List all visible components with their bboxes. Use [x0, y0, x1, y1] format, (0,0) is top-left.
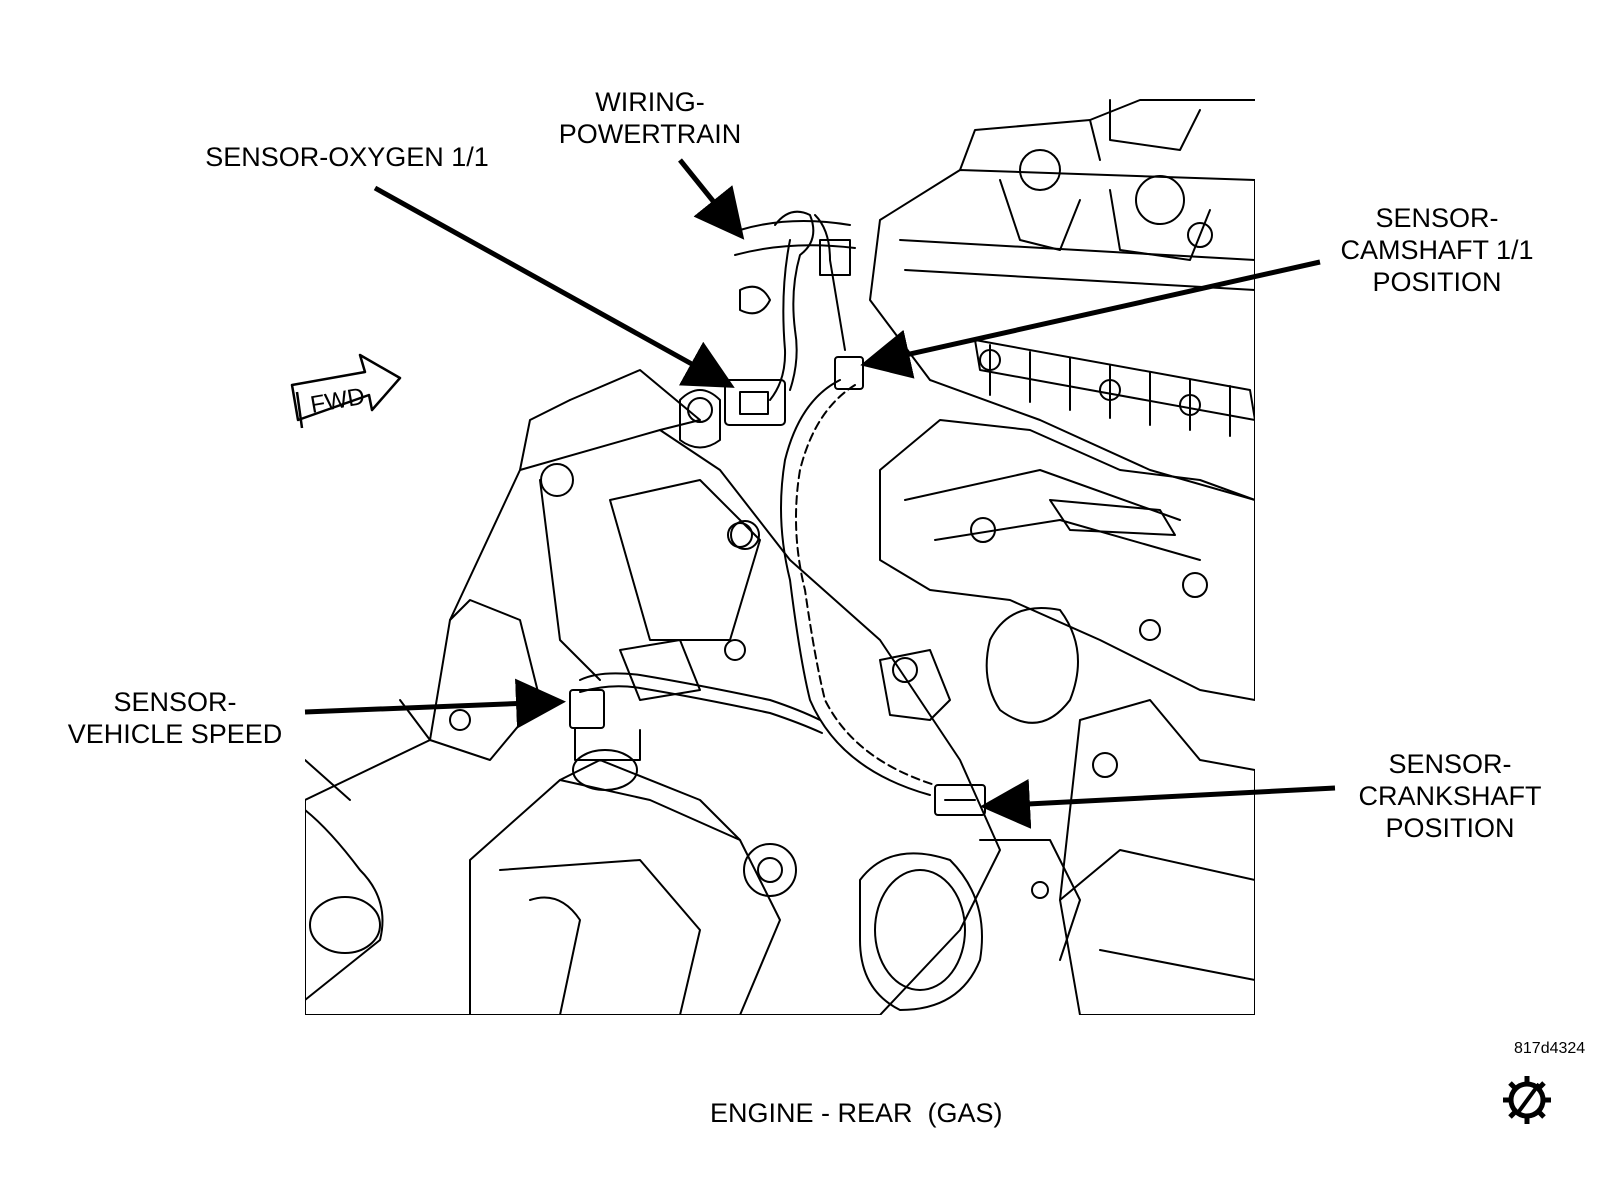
- callout-leaders: [304, 158, 1336, 829]
- leader-wiring: [678, 158, 745, 240]
- leader-oxygen: [373, 185, 735, 388]
- fwd-arrow: FWD: [290, 353, 402, 429]
- label-line: WIRING-: [595, 87, 705, 117]
- label-sensor-crankshaft: SENSOR- CRANKSHAFT POSITION: [1335, 748, 1565, 844]
- fwd-label: FWD: [308, 383, 367, 419]
- label-line: SENSOR-: [1375, 203, 1499, 233]
- label-wiring-powertrain: WIRING- POWERTRAIN: [550, 86, 750, 150]
- label-line: SENSOR-OXYGEN 1/1: [205, 142, 489, 172]
- leader-crankshaft: [980, 778, 1336, 829]
- label-line: SENSOR-: [1388, 749, 1512, 779]
- label-line: VEHICLE SPEED: [67, 719, 283, 749]
- label-line: POWERTRAIN: [558, 119, 742, 149]
- label-sensor-oxygen: SENSOR-OXYGEN 1/1: [182, 141, 512, 173]
- figure-code: 817d4324: [1514, 1040, 1586, 1057]
- leader-camshaft: [860, 259, 1321, 379]
- figure-caption: ENGINE - REAR (GAS): [710, 1098, 1003, 1128]
- label-line: CAMSHAFT 1/1: [1340, 235, 1534, 265]
- leader-vehicle-speed: [304, 678, 566, 729]
- label-sensor-camshaft: SENSOR- CAMSHAFT 1/1 POSITION: [1322, 202, 1552, 298]
- engine-drawing: [305, 99, 1255, 1015]
- label-line: SENSOR-: [113, 687, 237, 717]
- gear-slash-icon: [1503, 1076, 1551, 1124]
- label-line: POSITION: [1372, 267, 1502, 297]
- label-sensor-vehicle-speed: SENSOR- VEHICLE SPEED: [50, 686, 300, 750]
- label-line: CRANKSHAFT: [1358, 781, 1542, 811]
- label-line: POSITION: [1385, 813, 1515, 843]
